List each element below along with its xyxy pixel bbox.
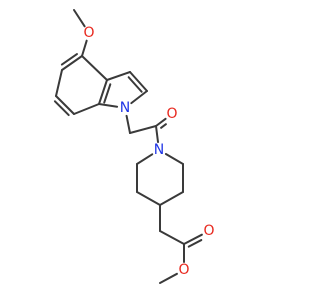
bond-c4-c5	[61, 55, 83, 71]
atom-label-o_ester_carbonyl: O	[203, 223, 214, 239]
atom-label-n_piperidine: N	[154, 142, 164, 158]
bond-c_ch2b-c_ester	[159, 230, 185, 245]
double-bond-c6-c7	[53, 100, 70, 117]
double-bond-c3-c2	[127, 76, 143, 93]
bond-o_ester_ether-c_me2	[159, 272, 178, 284]
atom-labels: O N O N O O	[83, 25, 214, 278]
bond-c_ester-o_ester_carbonyl	[183, 233, 203, 245]
molecule-structure: O N O N O O	[53, 9, 215, 284]
bond-c3a-c3	[106, 71, 131, 81]
atom-label-n_indole: N	[120, 100, 130, 116]
atom-label-o_methoxy: O	[83, 25, 94, 41]
bond-p_c6-n_piperidine	[136, 153, 154, 165]
bond-c_co-o_amide	[155, 117, 167, 127]
bond-c7a-c3a	[98, 79, 108, 105]
bond-n_indole-c7a	[98, 103, 119, 108]
bond-p_c3-p_c4	[159, 191, 184, 206]
bond-c6-c7	[55, 95, 75, 115]
bond-c2-n_indole	[130, 90, 148, 105]
double-bond-c4-c5	[60, 53, 78, 66]
double-bond-c_ester-o_ester_carbonyl	[187, 239, 203, 248]
bonds	[53, 9, 203, 284]
double-bond-c_co-o_amide	[160, 123, 167, 129]
bond-n_piperidine-p_c2	[164, 153, 184, 165]
double-bond-c7a-c3a	[103, 83, 112, 104]
bond-c5-c6	[55, 69, 63, 97]
bond-p_c4-p_c5	[136, 191, 161, 206]
bond-c_me1-o_methoxy	[73, 9, 86, 28]
bond-c7-c7a	[73, 103, 100, 115]
atom-label-o_ester_ether: O	[178, 262, 189, 278]
bond-c_co-n_piperidine	[155, 125, 160, 144]
bond-c3a-c4	[81, 55, 108, 81]
bond-o_methoxy-c4	[81, 39, 88, 57]
bond-c_ch2-c_co	[129, 125, 157, 134]
bond-n_indole-c_ch2	[125, 114, 131, 134]
bond-c3-c2	[129, 71, 148, 92]
atom-label-o_amide: O	[166, 106, 177, 122]
